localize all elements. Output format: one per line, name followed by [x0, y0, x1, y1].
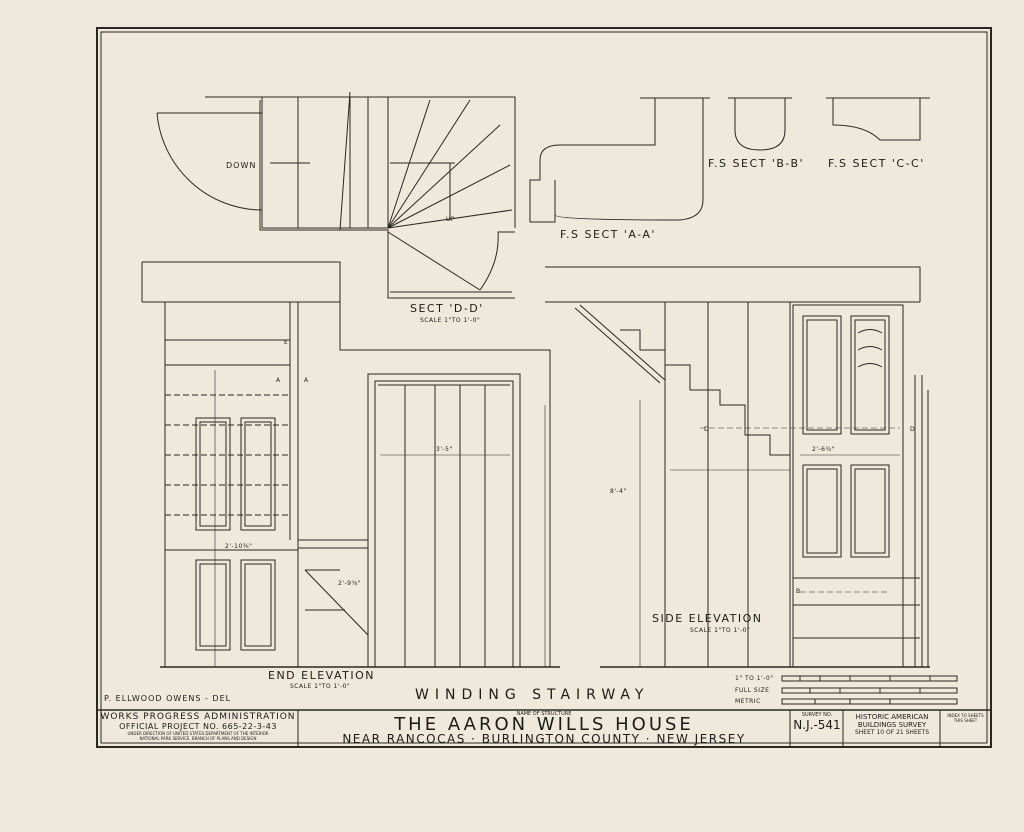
dimension-3: 3'-5"	[436, 446, 453, 453]
mark-b: B	[796, 588, 801, 595]
side-elevation	[545, 266, 930, 668]
side-elevation-scale: SCALE 1"TO 1'-0"	[690, 627, 751, 634]
dimension-5: 2'-9⅝"	[338, 580, 362, 587]
wpa-block: WORKS PROGRESS ADMINISTRATION OFFICIAL P…	[100, 712, 296, 741]
sect-d-d-plan	[156, 91, 516, 299]
wpa-line-2: OFFICIAL PROJECT NO. 665-22-3-43	[119, 722, 277, 731]
index-line-1: INDEX TO SHEETS	[947, 713, 984, 718]
survey-label: SURVEY NO.	[801, 712, 833, 718]
delineator: P. ELLWOOD OWENS - DEL	[104, 694, 232, 703]
fs-sect-c-profile	[826, 97, 930, 141]
survey-number: N.J.-541	[793, 718, 841, 732]
fs-sect-c-title: F.S SECT 'C-C'	[828, 157, 925, 170]
habs-block: HISTORIC AMERICAN BUILDINGS SURVEY SHEET…	[845, 713, 939, 736]
sheet-border	[96, 27, 992, 748]
structure-name: THE AARON WILLS HOUSE	[394, 714, 694, 735]
scale-line-3: METRIC	[735, 698, 761, 705]
name-of-structure-label: NAME OF STRUCTURE	[516, 711, 572, 717]
structure-location: NEAR RANCOCAS · BURLINGTON COUNTY · NEW …	[342, 732, 746, 746]
scale-line-1: 1" TO 1'-0"	[735, 675, 774, 682]
sheet-title: WINDING STAIRWAY	[415, 687, 650, 703]
structure-block: NAME OF STRUCTURE THE AARON WILLS HOUSE …	[300, 711, 788, 746]
index-line-2: THIS SHEET	[953, 718, 978, 723]
fs-sect-b-profile	[728, 97, 792, 151]
mark-a-2: A	[304, 377, 309, 384]
habs-line-1: HISTORIC AMERICAN	[855, 713, 929, 721]
fs-sect-a-profile	[529, 97, 710, 223]
sect-d-d-title: SECT 'D-D'	[410, 302, 484, 315]
dimension-2: 2'-10⅜"	[225, 543, 253, 550]
sheet-number: SHEET 10 OF 21 SHEETS	[854, 729, 929, 736]
mark-d: D	[704, 426, 710, 433]
sect-d-d-scale: SCALE 1"TO 1'-0"	[420, 317, 481, 324]
index-block: INDEX TO SHEETS THIS SHEET	[942, 713, 989, 723]
down-label: DOWN	[226, 161, 257, 170]
scale-line-2: FULL SIZE	[735, 687, 770, 694]
up-label: UP	[446, 216, 456, 223]
end-elevation-title: END ELEVATION	[268, 669, 376, 682]
survey-block: SURVEY NO. N.J.-541	[792, 712, 842, 732]
wpa-line-3: UNDER DIRECTION OF UNITED STATES DEPARTM…	[127, 731, 269, 736]
mark-d-2: D	[910, 426, 916, 433]
title-block-lines	[97, 709, 991, 747]
wpa-line-1: WORKS PROGRESS ADMINISTRATION	[100, 712, 296, 722]
end-elevation	[141, 261, 560, 668]
mark-e: E	[284, 339, 289, 346]
dimension-4: 8'-4"	[610, 488, 627, 495]
fs-sect-a-title: F.S SECT 'A-A'	[560, 228, 656, 241]
fs-sect-b-title: F.S SECT 'B-B'	[708, 157, 805, 170]
dimension-1: 2'-6¾"	[812, 446, 836, 453]
graphic-scales	[781, 675, 958, 705]
side-elevation-title: SIDE ELEVATION	[652, 612, 763, 625]
mark-a: A	[276, 377, 281, 384]
end-elevation-scale: SCALE 1"TO 1'-0"	[290, 683, 351, 690]
habs-line-2: BUILDINGS SURVEY	[857, 721, 927, 729]
wpa-line-4: NATIONAL PARK SERVICE, BRANCH OF PLANS A…	[139, 736, 257, 741]
